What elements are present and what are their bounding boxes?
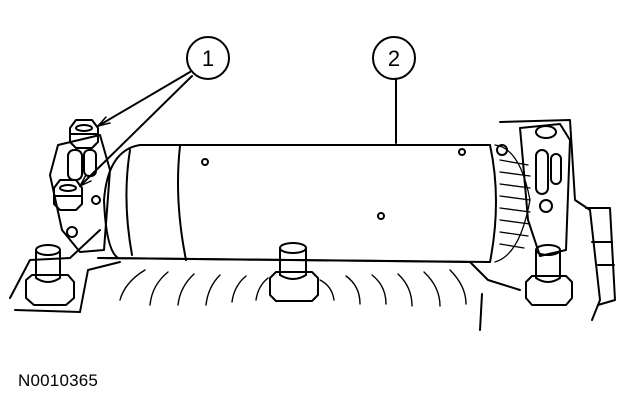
cooling-fins [119,269,467,307]
left-bracket [49,134,111,253]
right-stud [525,244,573,306]
ribbed-flange [494,144,531,263]
left-stud [25,244,75,306]
right-bracket [496,123,571,257]
callout-1: 1 [79,36,230,187]
callout-2-number: 2 [388,46,400,71]
upper-bolt [69,119,99,149]
callout-2: 2 [372,36,416,144]
figure-id-label: N0010365 [18,371,99,390]
lower-bolt [53,179,83,211]
callout-1-number: 1 [202,46,214,71]
center-stud [269,242,319,302]
cylindrical-component [99,144,497,263]
